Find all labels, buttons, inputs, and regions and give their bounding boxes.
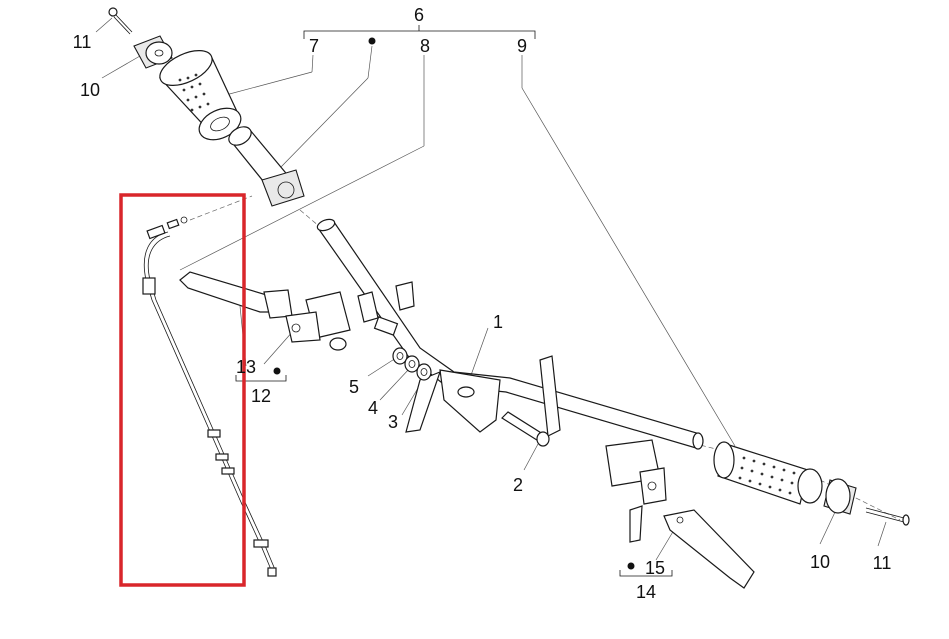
washer-4: [404, 355, 420, 373]
label-15: 15: [645, 558, 665, 578]
label-10-right: 10: [810, 552, 830, 572]
bolt-2: [501, 411, 550, 447]
part-labels: 6 7 8 9 11 10 1 13 12 5 4 3 2 15 14 10 1…: [73, 5, 892, 602]
right-master-cylinder: [605, 439, 667, 543]
label-14: 14: [636, 582, 656, 602]
label-11-left: 11: [73, 32, 92, 52]
throttle-cable: [142, 216, 277, 577]
label-1: 1: [493, 312, 503, 332]
label-10-left: 10: [80, 80, 100, 100]
label-3: 3: [388, 412, 398, 432]
label-5: 5: [349, 377, 359, 397]
group-bracket-14: [619, 562, 673, 577]
right-bar-end-weight: [823, 478, 857, 515]
group-bracket-12: [235, 367, 287, 382]
right-bar-end-screw: [865, 507, 910, 526]
left-bar-end-screw: [108, 7, 133, 35]
washer-3: [416, 363, 432, 381]
left-bar-end-weight: [133, 35, 173, 69]
label-2: 2: [513, 475, 523, 495]
label-13: 13: [236, 357, 256, 377]
label-7: 7: [309, 36, 319, 56]
left-master-cylinder: [285, 291, 351, 351]
highlight-box: [119, 193, 246, 587]
left-grip: [158, 50, 242, 141]
label-4: 4: [368, 398, 378, 418]
group-bracket-6: [303, 25, 536, 45]
washer-5: [392, 347, 408, 365]
right-grip: [713, 441, 823, 505]
throttle-tube: [228, 126, 305, 207]
handlebar: [316, 218, 704, 450]
label-12: 12: [251, 386, 271, 406]
label-9: 9: [517, 36, 527, 56]
left-brake-lever: [179, 271, 293, 319]
leader-lines: [95, 17, 887, 561]
label-8: 8: [420, 36, 430, 56]
label-6: 6: [414, 5, 424, 25]
right-brake-lever: [663, 509, 755, 589]
label-11-right: 11: [873, 553, 892, 573]
